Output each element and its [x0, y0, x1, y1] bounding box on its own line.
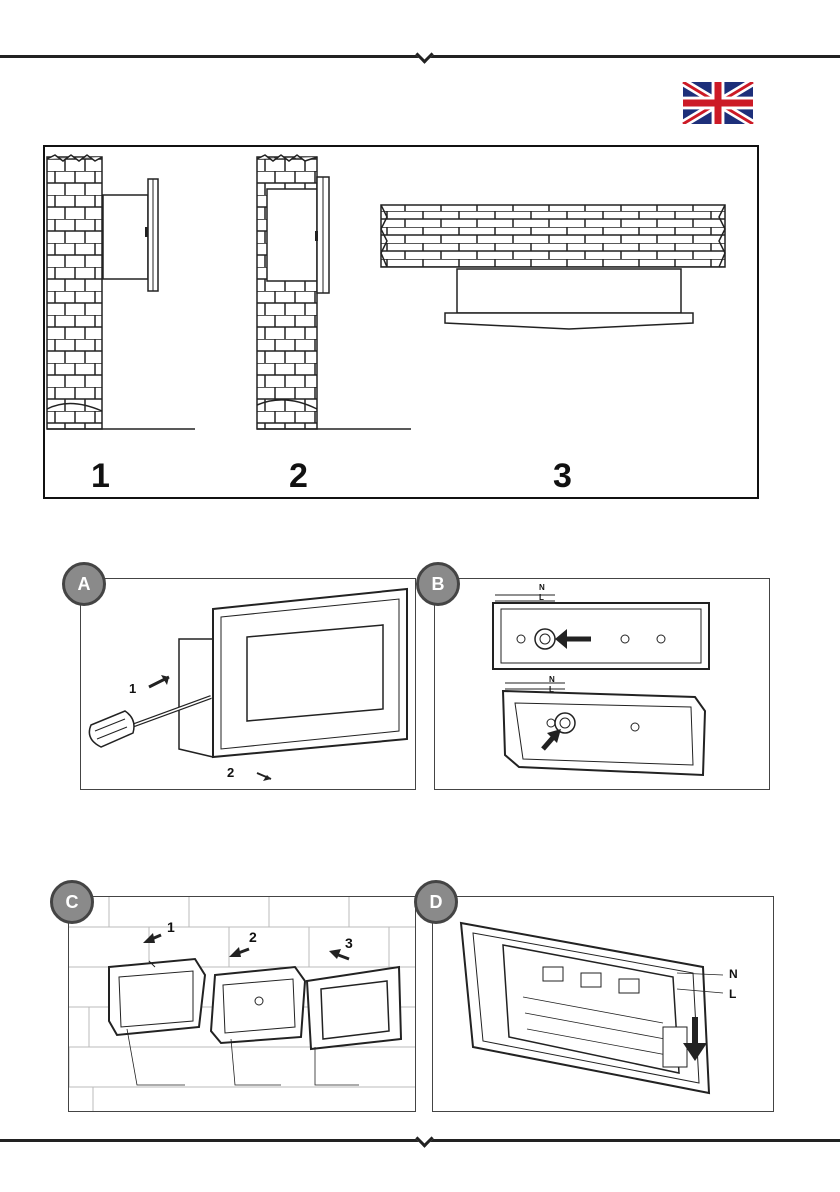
- callout-a-2: 2: [227, 765, 234, 780]
- wire-label-b-l-bottom: L: [549, 685, 554, 694]
- callout-c-2: 2: [249, 929, 257, 945]
- step-number-1: 1: [91, 457, 110, 496]
- figure-2-recessed-wall: [257, 155, 411, 429]
- panel-d-badge: D: [414, 880, 458, 924]
- callout-a-1: 1: [129, 681, 136, 696]
- wire-label-b-l-top: L: [539, 593, 544, 602]
- panel-a: 1 2: [80, 578, 416, 790]
- panel-c-illustration: [69, 897, 415, 1111]
- step-number-3: 3: [553, 457, 572, 496]
- panel-d-illustration: [433, 897, 773, 1111]
- wire-label-d-n: N: [729, 967, 738, 981]
- step-number-2: 2: [289, 457, 308, 496]
- uk-flag-icon: [682, 82, 754, 124]
- panel-b-badge: B: [416, 562, 460, 606]
- install-types-frame: 1 2 3: [43, 145, 759, 499]
- panel-b: N L N L: [434, 578, 770, 790]
- install-types-illustration: [45, 147, 757, 497]
- wire-label-b-n-bottom: N: [549, 675, 555, 684]
- top-rule-notch: [415, 45, 433, 63]
- panel-c-badge: C: [50, 880, 94, 924]
- panel-d: N L: [432, 896, 774, 1112]
- bottom-rule-notch: [415, 1129, 433, 1147]
- panel-c: 1 2 3: [68, 896, 416, 1112]
- panel-b-illustration: [435, 579, 769, 789]
- wire-label-d-l: L: [729, 987, 736, 1001]
- panel-a-badge: A: [62, 562, 106, 606]
- callout-c-1: 1: [167, 919, 175, 935]
- callout-c-3: 3: [345, 935, 353, 951]
- figure-1-surface-wall: [47, 155, 195, 429]
- wire-label-b-n-top: N: [539, 583, 545, 592]
- figure-3-ceiling: [381, 205, 725, 329]
